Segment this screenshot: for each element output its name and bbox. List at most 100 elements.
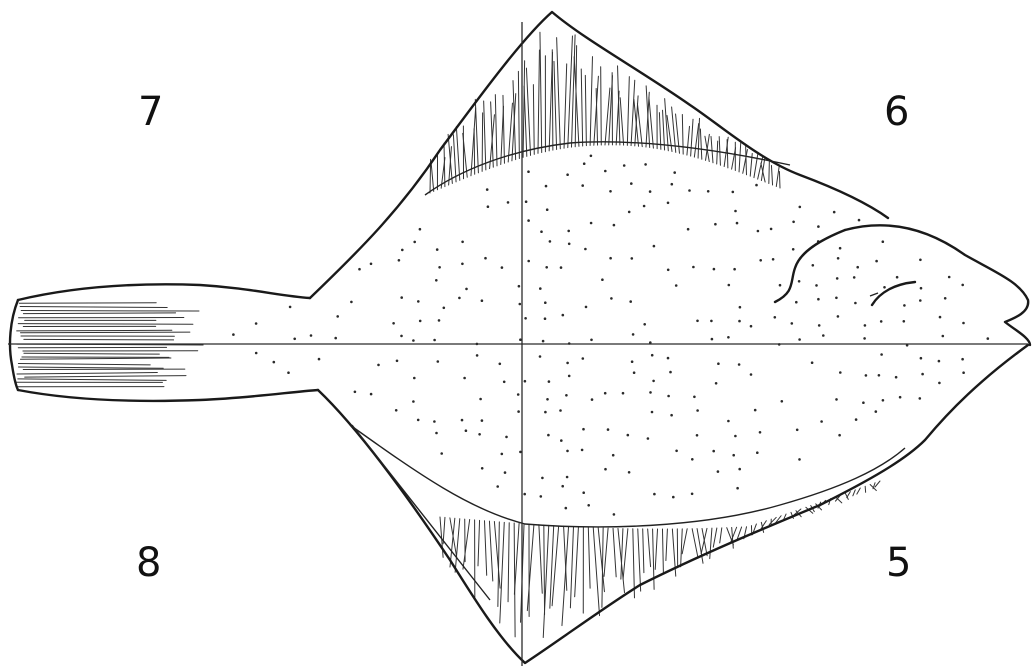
stipple-dot <box>400 335 403 338</box>
stipple-dot <box>652 380 655 383</box>
stipple-dot <box>838 434 841 437</box>
fin-ray <box>533 85 534 155</box>
stipple-dot <box>696 320 699 323</box>
stipple-dot <box>649 391 652 394</box>
stipple-dot <box>919 299 922 302</box>
fin-ray <box>484 101 486 170</box>
stipple-dot <box>799 206 802 209</box>
stipple-dot <box>481 467 484 470</box>
stipple-dot <box>613 513 616 516</box>
stipple-dot <box>560 266 563 269</box>
stipple-dot <box>610 297 613 300</box>
stipple-dot <box>727 336 730 339</box>
stipple-dot <box>875 260 878 263</box>
stipple-dot <box>613 224 616 227</box>
fin-ray <box>456 127 459 181</box>
stipple-dot <box>604 170 607 173</box>
fin-ray <box>24 339 174 340</box>
stipple-dot <box>461 263 464 266</box>
stipple-dot <box>547 434 550 437</box>
stipple-dot <box>817 225 820 228</box>
stipple-dot <box>604 468 607 471</box>
stipple-dot <box>837 315 840 318</box>
fin-ray <box>540 32 542 152</box>
stipple-dot <box>398 259 401 262</box>
stipple-dot <box>855 418 858 421</box>
stipple-dot <box>738 320 741 323</box>
stipple-dot <box>561 485 564 488</box>
stipple-dot <box>880 353 883 356</box>
fin-ray <box>482 113 483 171</box>
fin-ray <box>18 379 166 380</box>
stipple-dot <box>651 354 654 357</box>
stipple-dot <box>920 287 923 290</box>
stipple-dot <box>565 507 568 510</box>
stipple-dot <box>811 361 814 364</box>
fin-ray <box>631 80 635 145</box>
stipple-dot <box>549 240 552 243</box>
fin-ray <box>564 64 567 148</box>
stipple-dot <box>667 202 670 205</box>
stipple-dot <box>273 361 276 364</box>
fin-ray <box>590 57 592 146</box>
stipple-dot <box>612 454 615 457</box>
stipple-dot <box>757 230 760 233</box>
stipple-dot <box>835 398 838 401</box>
fin-ray <box>20 307 167 308</box>
stipple-dot <box>732 191 735 194</box>
stipple-dot <box>463 377 466 380</box>
fin-ray <box>719 137 720 166</box>
fin-ray <box>478 520 480 565</box>
fin-ray <box>602 528 603 607</box>
stipple-dot <box>667 395 670 398</box>
stipple-dot <box>839 247 842 250</box>
stipple-dot <box>750 325 753 328</box>
stipple-dot <box>733 268 736 271</box>
stipple-dot <box>837 257 840 260</box>
stipple-dot <box>541 477 544 480</box>
stipple-dot <box>707 190 710 193</box>
stipple-dot <box>938 360 941 363</box>
anal-fin-front-edge <box>352 425 490 600</box>
fin-ray <box>700 129 701 159</box>
fin-ray <box>620 98 623 145</box>
fin-ray <box>523 61 525 158</box>
stipple-dot <box>443 307 446 310</box>
stipple-dot <box>524 317 527 320</box>
fin-ray <box>681 529 683 567</box>
stipple-dot <box>581 449 584 452</box>
fin-ray <box>17 373 157 374</box>
stipple-dot <box>815 284 818 287</box>
fin-ray <box>648 529 651 567</box>
stipple-dot <box>525 200 528 203</box>
stipple-dot <box>717 362 720 365</box>
stipple-dot <box>358 268 361 271</box>
fin-ray <box>25 376 186 377</box>
stipple-dot <box>582 491 585 494</box>
stipple-dot <box>545 266 548 269</box>
stipple-dot <box>667 269 670 272</box>
stipple-dot <box>504 471 507 474</box>
stipple-dot <box>465 429 468 432</box>
stipple-dot <box>461 419 464 422</box>
stipple-dot <box>519 303 522 306</box>
stipple-dot <box>833 211 836 214</box>
stipple-dot <box>527 219 530 222</box>
fin-ray <box>663 110 665 150</box>
stipple-dot <box>948 276 951 279</box>
stipple-dot <box>738 468 741 471</box>
stipple-dot <box>507 201 510 204</box>
fin-ray <box>593 528 599 616</box>
stipple-dot <box>862 401 865 404</box>
fin-ray <box>431 163 434 191</box>
fin-ray <box>453 135 456 182</box>
fin-ray <box>20 358 170 359</box>
fin-ray <box>562 527 569 626</box>
stipple-dot <box>255 322 258 325</box>
stipple-dot <box>779 284 782 287</box>
stipple-dot <box>671 183 674 186</box>
stipple-dot <box>350 301 353 304</box>
stipple-dot <box>413 377 416 380</box>
stipple-dot <box>759 259 762 262</box>
fin-ray <box>475 99 478 172</box>
